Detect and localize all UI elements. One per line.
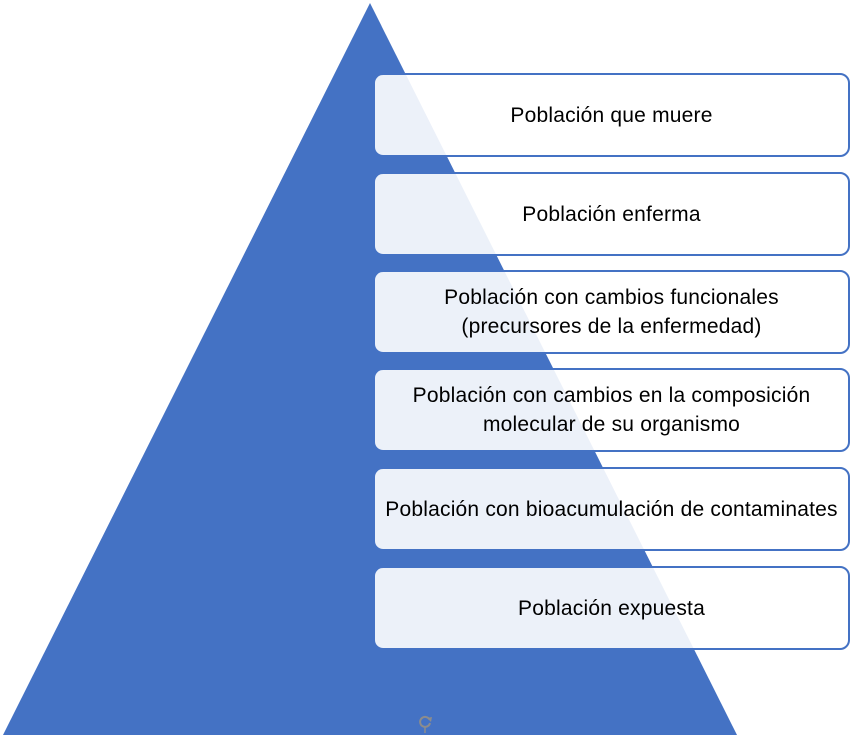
level-label-1: Población que muere <box>510 103 713 127</box>
level-box-3[interactable]: Población con cambios funcionales (precu… <box>373 270 850 354</box>
rotate-handle-icon[interactable] <box>417 712 433 734</box>
level-label-4: Población con cambios en la composición … <box>412 384 811 436</box>
level-box-6[interactable]: Población expuesta <box>373 566 850 650</box>
level-label-3: Población con cambios funcionales (precu… <box>444 286 779 338</box>
level-label-5: Población con bioacumulación de contamin… <box>385 497 838 521</box>
level-box-5[interactable]: Población con bioacumulación de contamin… <box>373 467 850 551</box>
level-box-1[interactable]: Población que muere <box>373 73 850 157</box>
pyramid-triangle[interactable] <box>3 3 737 735</box>
level-label-2: Población enferma <box>522 202 701 226</box>
level-box-2[interactable]: Población enferma <box>373 172 850 256</box>
level-label-6: Población expuesta <box>518 596 705 620</box>
level-box-4[interactable]: Población con cambios en la composición … <box>373 368 850 452</box>
